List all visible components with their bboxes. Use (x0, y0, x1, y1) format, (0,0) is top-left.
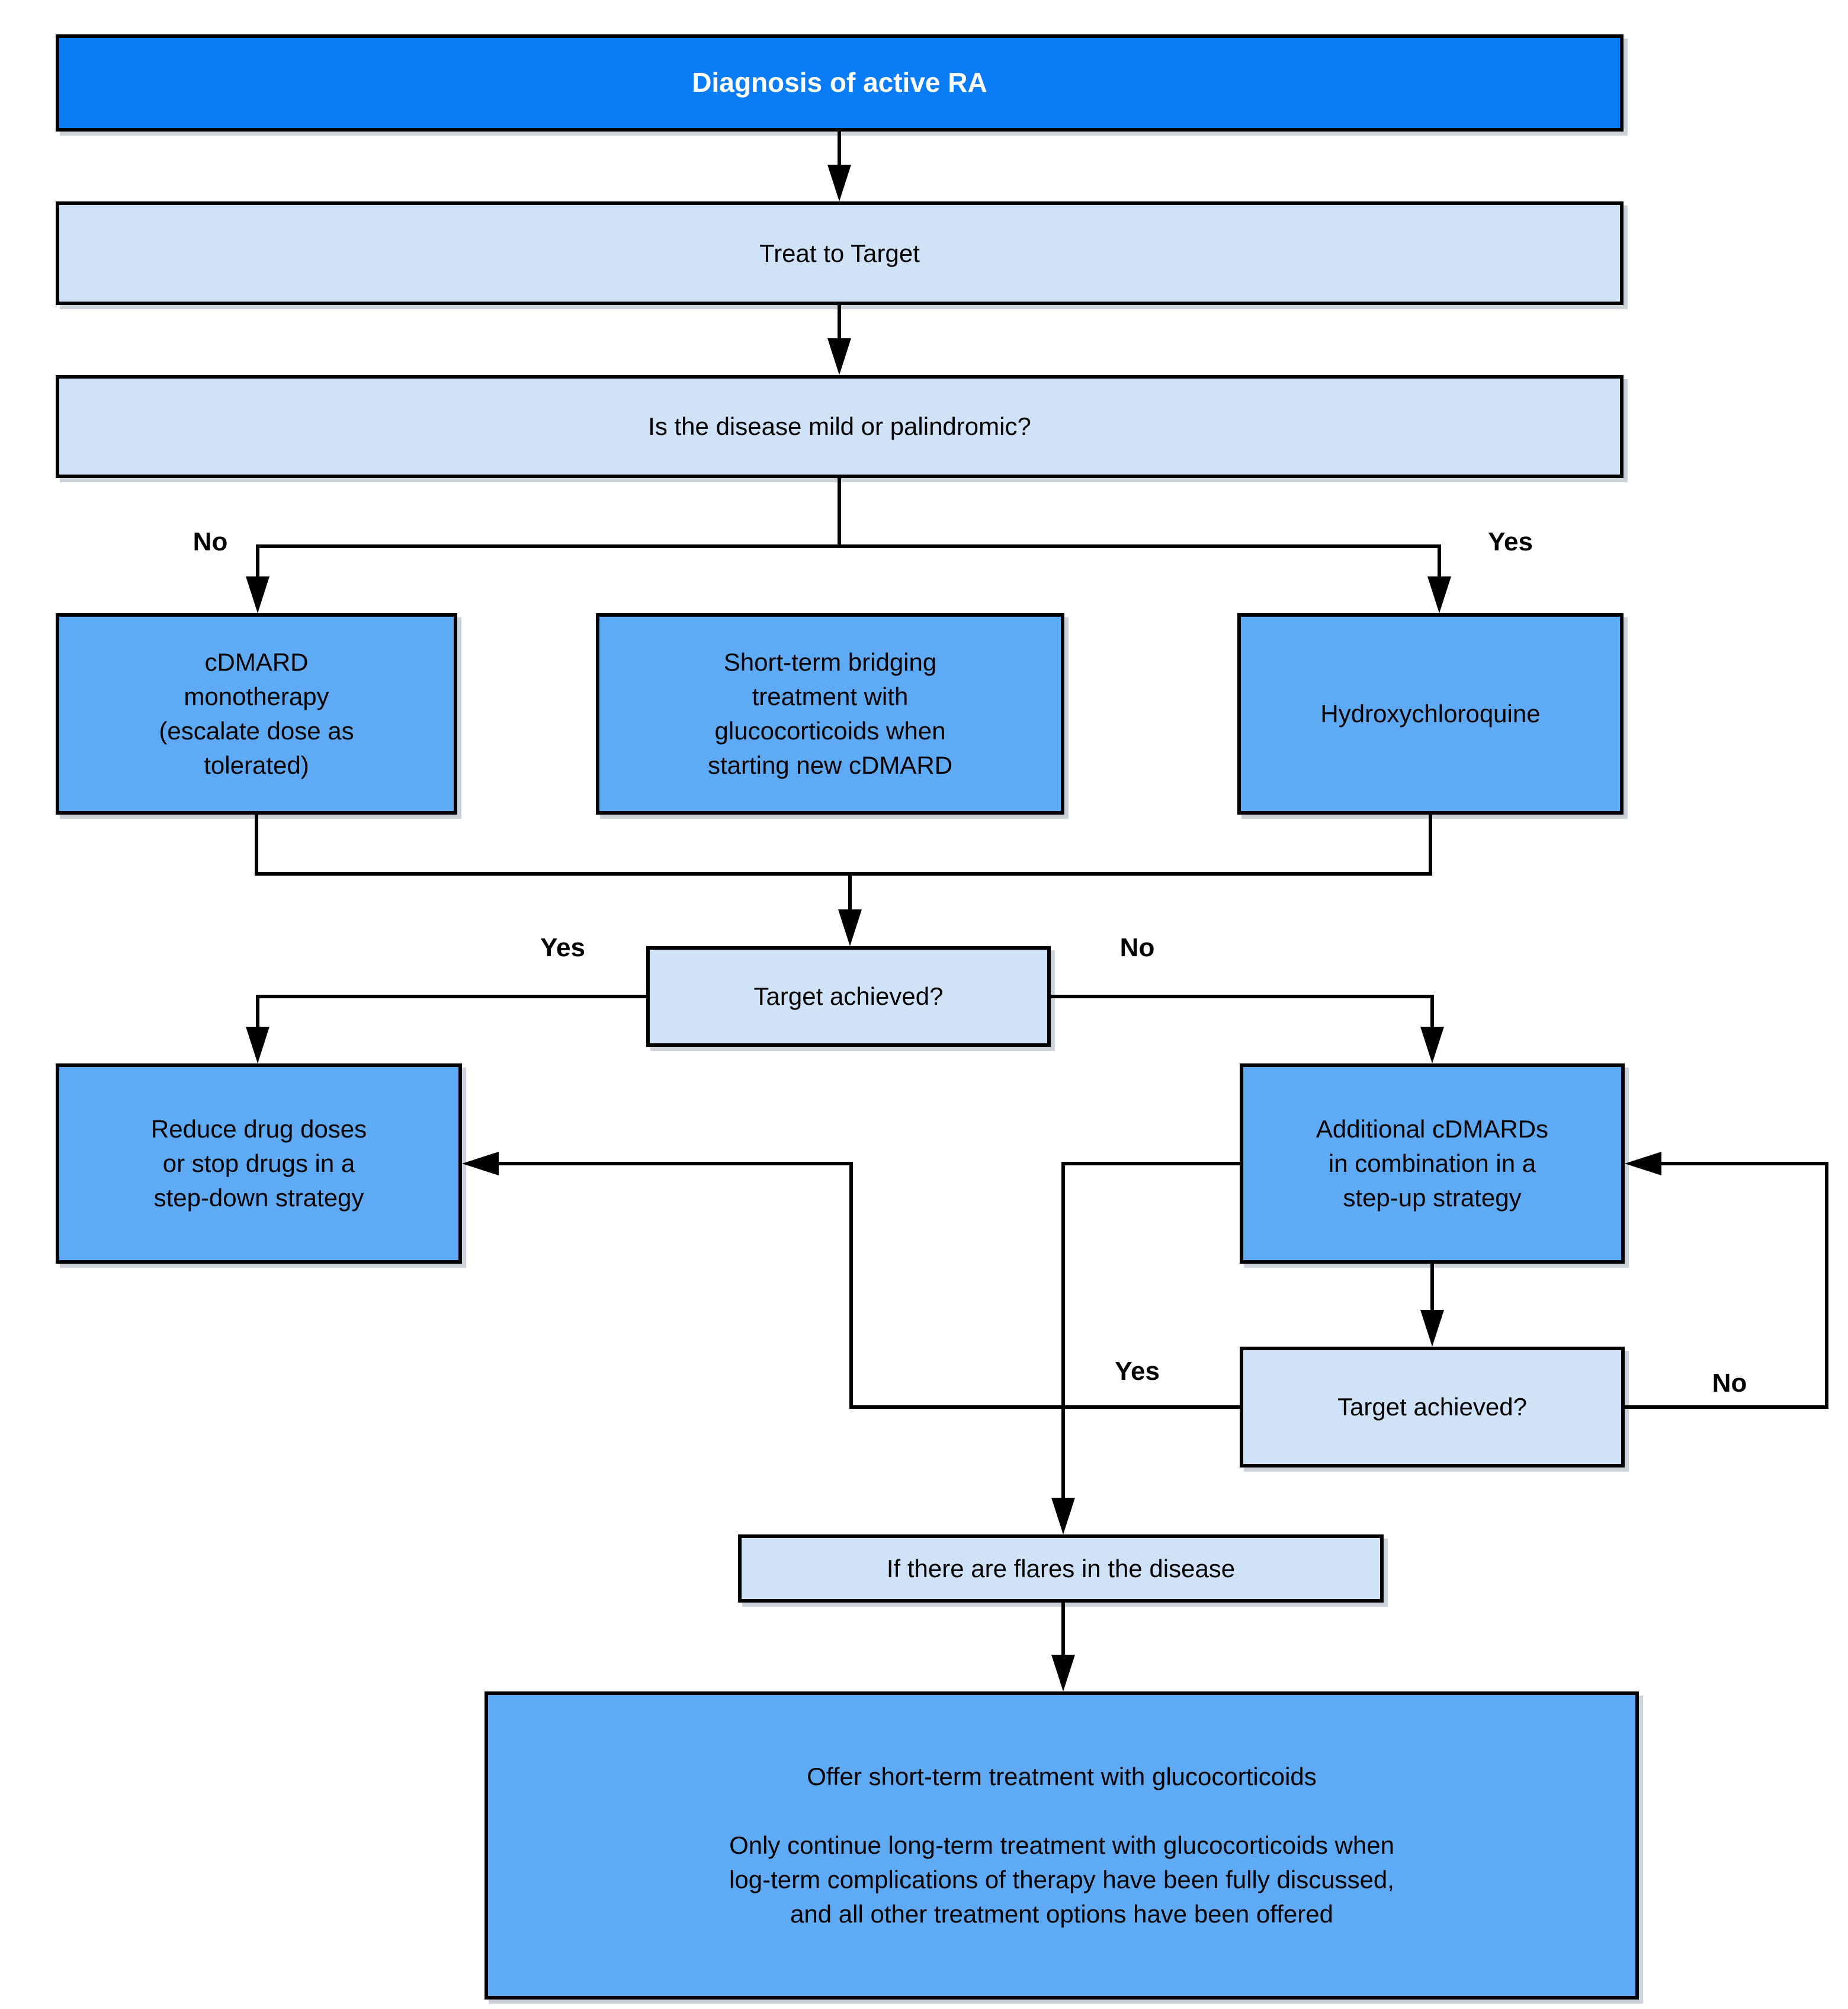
label-split-no: No (192, 527, 228, 556)
node-glucocorticoid-treatment: Offer short-term treatment with glucocor… (485, 1691, 1639, 2000)
connector-target1-no-drop (1430, 995, 1434, 1029)
connector-diagnosis-treat (838, 132, 841, 169)
label-split-yes: Yes (1488, 527, 1533, 556)
connector-converge-horizontal (255, 872, 1432, 876)
label-target1-yes: Yes (540, 933, 585, 962)
connector-yes2-lower-horizontal (849, 1405, 1240, 1409)
connector-no2-upper-horizontal (1658, 1162, 1828, 1165)
arrowhead-into-hydroxychloroquine (1427, 576, 1451, 613)
arrowhead-into-additional (1420, 1027, 1444, 1063)
connector-flares-feed-horizontal (1061, 1162, 1240, 1165)
connector-cdmard-down (255, 815, 258, 876)
connector-treat-question (838, 305, 841, 343)
connector-flares-final (1061, 1603, 1065, 1661)
node-hydroxychloroquine: Hydroxychloroquine (1237, 613, 1624, 815)
connector-yes2-vertical (849, 1162, 853, 1409)
connector-target1-yes-drop (256, 995, 259, 1029)
node-treat-to-target: Treat to Target (56, 201, 1624, 305)
connector-question-drop (838, 478, 841, 548)
connector-additional-target2 (1430, 1264, 1434, 1314)
label-target2-no: No (1712, 1369, 1747, 1398)
connector-target1-no-horizontal (1051, 995, 1434, 998)
arrowhead-into-cdmard (246, 576, 270, 613)
label-target2-yes: Yes (1115, 1357, 1160, 1386)
node-reduce-drug-doses: Reduce drug doses or stop drugs in a ste… (56, 1063, 462, 1264)
node-target-achieved-1: Target achieved? (646, 946, 1051, 1047)
node-flares-in-disease: If there are flares in the disease (738, 1534, 1384, 1603)
node-cdmard-monotherapy: cDMARD monotherapy (escalate dose as tol… (56, 613, 457, 815)
arrowhead-into-additional-right (1625, 1152, 1661, 1175)
connector-flares-feed-vertical (1061, 1162, 1065, 1502)
node-short-term-bridging: Short-term bridging treatment with gluco… (596, 613, 1064, 815)
arrowhead-into-final (1051, 1655, 1075, 1691)
connector-no2-vertical (1825, 1162, 1828, 1409)
node-mild-or-palindromic-question: Is the disease mild or palindromic? (56, 375, 1624, 478)
node-diagnosis-of-active-ra: Diagnosis of active RA (56, 34, 1624, 132)
connector-split-right-drop (1438, 544, 1441, 579)
arrowhead-into-treat (827, 165, 851, 201)
label-target1-no: No (1119, 933, 1155, 962)
connector-split-left-drop (256, 544, 259, 579)
node-target-achieved-2: Target achieved? (1240, 1347, 1625, 1468)
connector-split-horizontal (256, 544, 1441, 548)
arrowhead-into-reduce (246, 1027, 270, 1063)
arrowhead-into-reduce-right (462, 1152, 499, 1175)
arrowhead-into-target2 (1420, 1310, 1444, 1347)
connector-target1-yes-horizontal (256, 995, 646, 998)
arrowhead-into-target1 (838, 909, 862, 946)
connector-yes2-upper-horizontal (495, 1162, 853, 1165)
arrowhead-into-question (827, 338, 851, 375)
arrowhead-into-flares (1051, 1498, 1075, 1534)
connector-converge-drop (848, 872, 852, 912)
connector-hydroxy-down (1429, 815, 1432, 876)
node-additional-cdmards: Additional cDMARDs in combination in a s… (1240, 1063, 1625, 1264)
connector-no2-lower-horizontal (1625, 1405, 1828, 1409)
